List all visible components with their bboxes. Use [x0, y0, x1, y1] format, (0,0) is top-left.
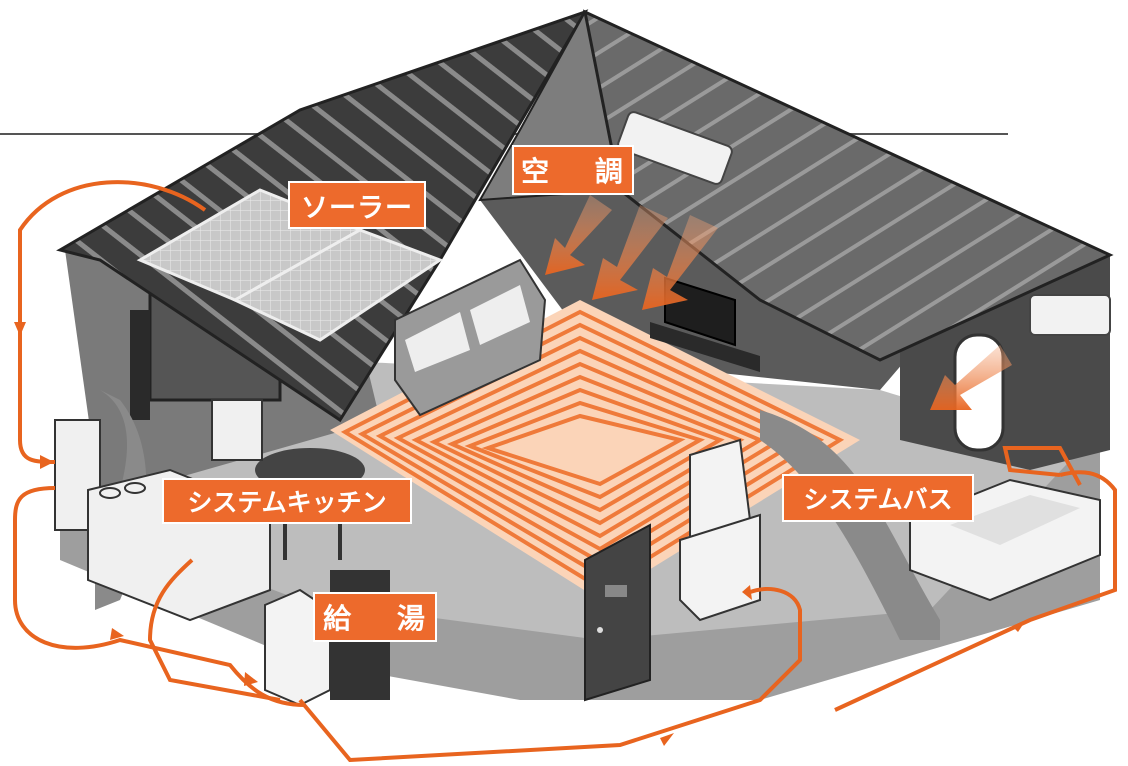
door-icon — [584, 523, 651, 702]
pipe-direction-arrows — [14, 322, 1026, 746]
television-icon — [650, 276, 760, 372]
air-conditioner-icon — [617, 111, 733, 185]
sofa-icon — [394, 258, 547, 417]
solar-label: ソーラー — [288, 181, 426, 229]
airflow-arrows — [545, 195, 1012, 410]
bath-air-conditioner-icon — [1029, 294, 1111, 336]
hot-water-label: 給 湯 — [313, 592, 437, 642]
washbasin-icon — [679, 438, 761, 622]
curtain — [130, 310, 150, 420]
hot-water-pipes — [13, 180, 1117, 763]
system-kitchen-label: システムキッチン — [162, 478, 412, 524]
partition-right — [760, 410, 940, 640]
heater-icon — [211, 399, 263, 461]
solar-panel-right — [231, 228, 444, 342]
system-bath-label: システムバス — [782, 474, 974, 522]
air-conditioning-label: 空 調 — [512, 145, 634, 195]
